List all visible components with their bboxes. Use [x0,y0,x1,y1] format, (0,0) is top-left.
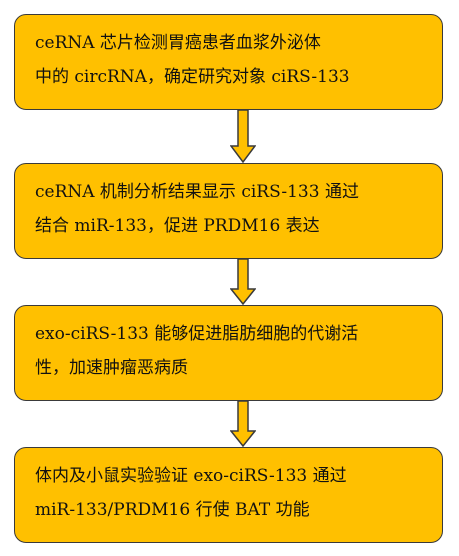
step-3-line-1: exo-ciRS-133 能够促进脂肪细胞的代谢活 [35,324,359,344]
step-4-line-1: 体内及小鼠实验验证 exo-ciRS-133 通过 [35,466,347,486]
down-arrow-icon [230,259,256,305]
step-3-line-2: 性，加速肿瘤恶病质 [35,358,188,378]
down-arrow-icon [230,110,256,163]
flow-step-1: ceRNA 芯片检测胃癌患者血浆外泌体 中的 circRNA，确定研究对象 ci… [14,14,443,110]
flow-step-4: 体内及小鼠实验验证 exo-ciRS-133 通过 miR-133/PRDM16… [14,447,443,543]
step-2-line-2: 结合 miR-133，促进 PRDM16 表达 [35,216,320,236]
step-2-line-1: ceRNA 机制分析结果显示 ciRS-133 通过 [35,182,359,202]
flow-step-2: ceRNA 机制分析结果显示 ciRS-133 通过 结合 miR-133，促进… [14,163,443,259]
step-4-line-2: miR-133/PRDM16 行使 BAT 功能 [35,500,310,520]
step-1-line-2: 中的 circRNA，确定研究对象 ciRS-133 [35,67,350,87]
down-arrow-icon [230,401,256,447]
step-1-line-1: ceRNA 芯片检测胃癌患者血浆外泌体 [35,33,321,53]
flow-step-3: exo-ciRS-133 能够促进脂肪细胞的代谢活 性，加速肿瘤恶病质 [14,305,443,401]
